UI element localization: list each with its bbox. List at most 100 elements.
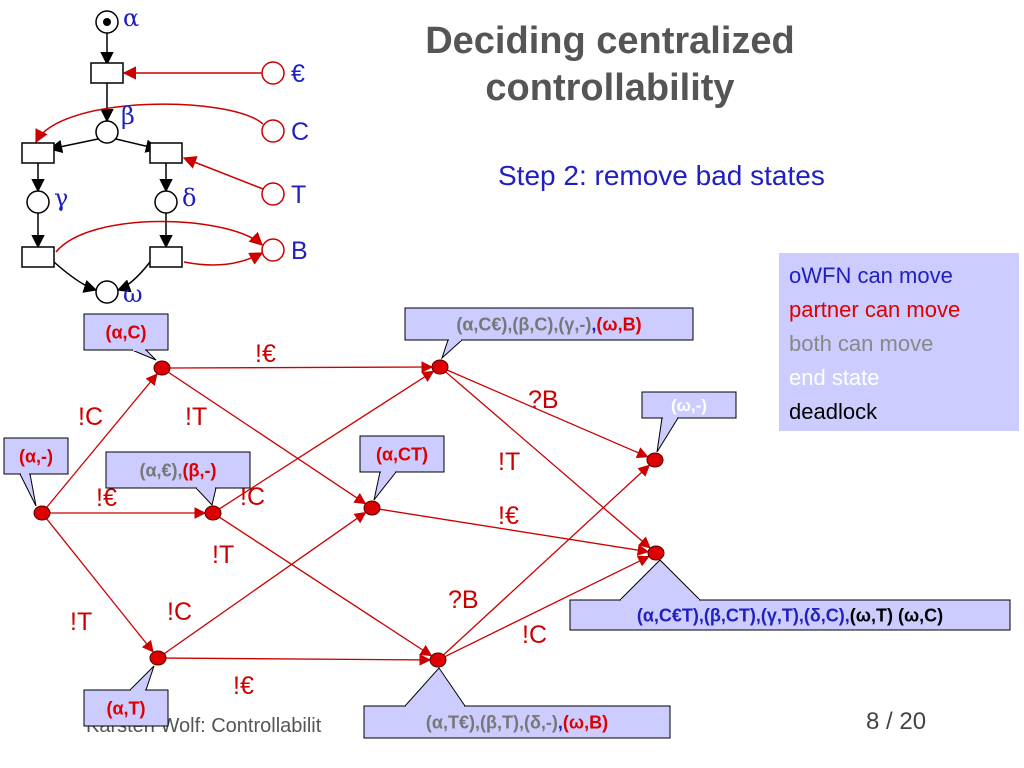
callout-text-s5: (α,CT) [376, 444, 428, 464]
callout-text-s2: (α,€),(β,-) [139, 460, 216, 480]
callout-text-s0: (α,-) [19, 446, 53, 466]
net-place-label: δ [182, 184, 196, 212]
callout-tail [128, 665, 155, 691]
net-interface-arc [183, 252, 264, 266]
edge-s3-s5 [163, 511, 367, 655]
edge-s6-s8 [443, 555, 650, 658]
callout-tail [194, 487, 217, 507]
edge-s1-s5 [167, 371, 367, 505]
net-place-label: ω [123, 280, 143, 308]
callout-tail [656, 417, 679, 453]
callout-tail [618, 559, 702, 601]
callout-text-s6: (α,T€),(β,T),(δ,-),(ω,B) [426, 712, 608, 732]
net-place-omega [95, 280, 119, 304]
net-transition [21, 142, 55, 164]
edge-s5-s8 [378, 508, 650, 556]
edge-label: !T [212, 541, 234, 569]
edge-s4-s8 [444, 371, 651, 549]
callout-segment: (α,CT) [376, 444, 428, 464]
net-transition [149, 142, 183, 164]
callout-segment: (α,T€),(β,T),(δ,-) [426, 712, 558, 732]
callout-box-s5 [359, 435, 445, 473]
net-interface-euro [261, 61, 285, 85]
edge-label: ?B [448, 586, 479, 614]
callout-segment: (ω,B) [596, 314, 641, 334]
edge-label: !T [70, 608, 92, 636]
callout-text-s4: (α,C€),(β,C),(γ,-),(ω,B) [456, 314, 641, 334]
callout-segment: , [591, 314, 596, 334]
edge-s4-s7 [446, 369, 649, 459]
callout-tail [403, 667, 466, 707]
callout-segment: (α,T) [106, 698, 145, 718]
callout-box-s2 [105, 451, 251, 489]
state-node-s3 [149, 650, 167, 666]
edge-s0-s1 [45, 373, 158, 509]
net-place-label: β [121, 102, 135, 130]
net-interface-B [261, 238, 285, 262]
callout-segment: (α,€), [139, 460, 182, 480]
net-transition [149, 246, 183, 268]
edge-label: !C [78, 403, 103, 431]
callout-tail [131, 349, 157, 361]
net-place-label: α [123, 4, 139, 32]
net-arc [53, 261, 98, 293]
callout-tail [19, 473, 37, 507]
edge-label: !T [498, 448, 520, 476]
state-node-s7 [646, 452, 664, 468]
callout-box-s7 [641, 391, 737, 419]
net-interface-arc [182, 156, 264, 190]
callout-segment: (α,-) [19, 446, 53, 466]
callout-box-s4 [404, 307, 694, 341]
net-transition [90, 62, 124, 84]
net-interface-arc [55, 220, 263, 253]
net-interface-label: C [291, 118, 309, 146]
edge-label: !€ [498, 502, 519, 530]
callout-box-s0 [3, 437, 69, 475]
net-interface-label: B [291, 237, 308, 265]
callout-text-s7: (ω,-) [671, 396, 707, 415]
edge-s1-s4 [168, 361, 434, 373]
callout-segment: (α,C€T),(β,CT),(γ,T),(δ,C), [637, 605, 850, 625]
edge-s3-s6 [164, 654, 432, 666]
net-interface-T [261, 182, 285, 206]
net-arc [48, 138, 99, 154]
edge-label: ?B [528, 386, 559, 414]
edge-label: !€ [233, 672, 254, 700]
callout-text-s8: (α,C€T),(β,CT),(γ,T),(δ,C),(ω,T) (ω,C) [637, 605, 943, 625]
slide-subtitle: Step 2: remove bad states [498, 160, 825, 191]
callout-box-s6 [363, 705, 671, 739]
slide-title: Deciding centralized controllability [425, 20, 795, 109]
legend-end-state: end state [789, 365, 880, 390]
state-node-s2 [204, 505, 222, 521]
net-token [103, 18, 111, 26]
callout-box-s8 [569, 599, 1011, 631]
callout-segment: (ω,B) [563, 712, 608, 732]
net-interface-C [261, 119, 285, 143]
edge-label: !€ [255, 340, 276, 368]
callout-box-s3 [83, 689, 169, 727]
net-place-gamma [26, 190, 50, 214]
callout-text-s3: (α,T) [106, 698, 145, 718]
legend-owfn: oWFN can move [789, 263, 953, 288]
edge-s2-s6 [218, 516, 433, 657]
state-node-s8 [647, 545, 665, 561]
callout-segment: (β,-) [183, 460, 217, 480]
edge-s6-s7 [442, 464, 650, 656]
legend-partner: partner can move [789, 297, 961, 322]
net-place-delta [154, 190, 178, 214]
edge-s0-s3 [45, 518, 154, 653]
callout-segment: , [558, 712, 563, 732]
callout-tail [373, 471, 398, 501]
net-place-beta [95, 120, 119, 144]
state-node-s1 [153, 360, 171, 376]
callout-segment: (ω,-) [671, 396, 707, 415]
edge-s2-s4 [218, 370, 435, 510]
legend-deadlock: deadlock [789, 399, 878, 424]
page-number: 8 / 20 [866, 708, 927, 735]
edge-label: !C [167, 598, 192, 626]
edge-label: !C [522, 621, 547, 649]
callout-segment: (ω,T) (ω,C) [850, 605, 943, 625]
net-transition [21, 246, 55, 268]
legend: oWFN can move partner can move both can … [779, 253, 1019, 431]
